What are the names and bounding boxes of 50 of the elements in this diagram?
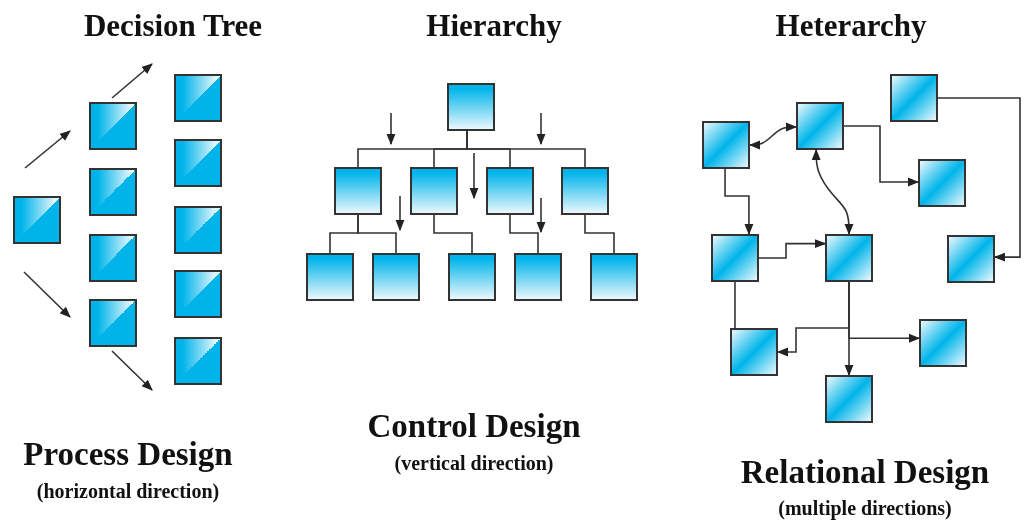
square-box bbox=[89, 299, 137, 347]
square-box bbox=[306, 253, 354, 301]
connector-line bbox=[734, 281, 736, 329]
connector-line bbox=[466, 130, 586, 168]
panel-heading: Hierarchy bbox=[426, 10, 562, 41]
connector-line bbox=[433, 214, 473, 254]
square-box bbox=[561, 167, 609, 215]
square-box bbox=[410, 167, 458, 215]
square-box bbox=[730, 328, 778, 376]
square-box bbox=[447, 83, 495, 131]
square-box bbox=[372, 253, 420, 301]
design-subtitle: (multiple directions) bbox=[778, 498, 952, 518]
square-box bbox=[448, 253, 496, 301]
design-title: Relational Design bbox=[740, 456, 990, 489]
square-box bbox=[174, 139, 222, 187]
panel-heading: Heterarchy bbox=[775, 10, 927, 41]
panel-heading: Decision Tree bbox=[83, 10, 263, 41]
square-box bbox=[796, 102, 844, 150]
square-box bbox=[890, 74, 938, 122]
connector-line bbox=[937, 97, 1021, 262]
square-box bbox=[825, 375, 873, 423]
design-subtitle: (vertical direction) bbox=[394, 453, 554, 473]
connector-line bbox=[509, 214, 539, 254]
square-box bbox=[590, 253, 638, 301]
design-title: Control Design bbox=[367, 410, 581, 443]
square-box bbox=[514, 253, 562, 301]
connector-line bbox=[357, 214, 397, 254]
connector-line bbox=[811, 148, 854, 236]
square-box bbox=[174, 270, 222, 318]
connector-line bbox=[724, 168, 754, 236]
square-box bbox=[486, 167, 534, 215]
square-box bbox=[919, 319, 967, 367]
square-box bbox=[918, 159, 966, 207]
square-box bbox=[89, 168, 137, 216]
square-box bbox=[13, 196, 61, 244]
square-box bbox=[947, 235, 995, 283]
square-box bbox=[825, 234, 873, 282]
connector-line bbox=[584, 214, 615, 254]
square-box bbox=[702, 121, 750, 169]
square-box bbox=[174, 206, 222, 254]
design-title: Process Design bbox=[23, 438, 233, 471]
connector-line bbox=[843, 125, 920, 187]
square-box bbox=[89, 234, 137, 282]
square-box bbox=[334, 167, 382, 215]
design-subtitle: (horizontal direction) bbox=[36, 481, 220, 501]
square-box bbox=[174, 337, 222, 385]
square-box bbox=[174, 74, 222, 122]
square-box bbox=[711, 234, 759, 282]
square-box bbox=[89, 102, 137, 150]
connector-line bbox=[758, 239, 827, 259]
